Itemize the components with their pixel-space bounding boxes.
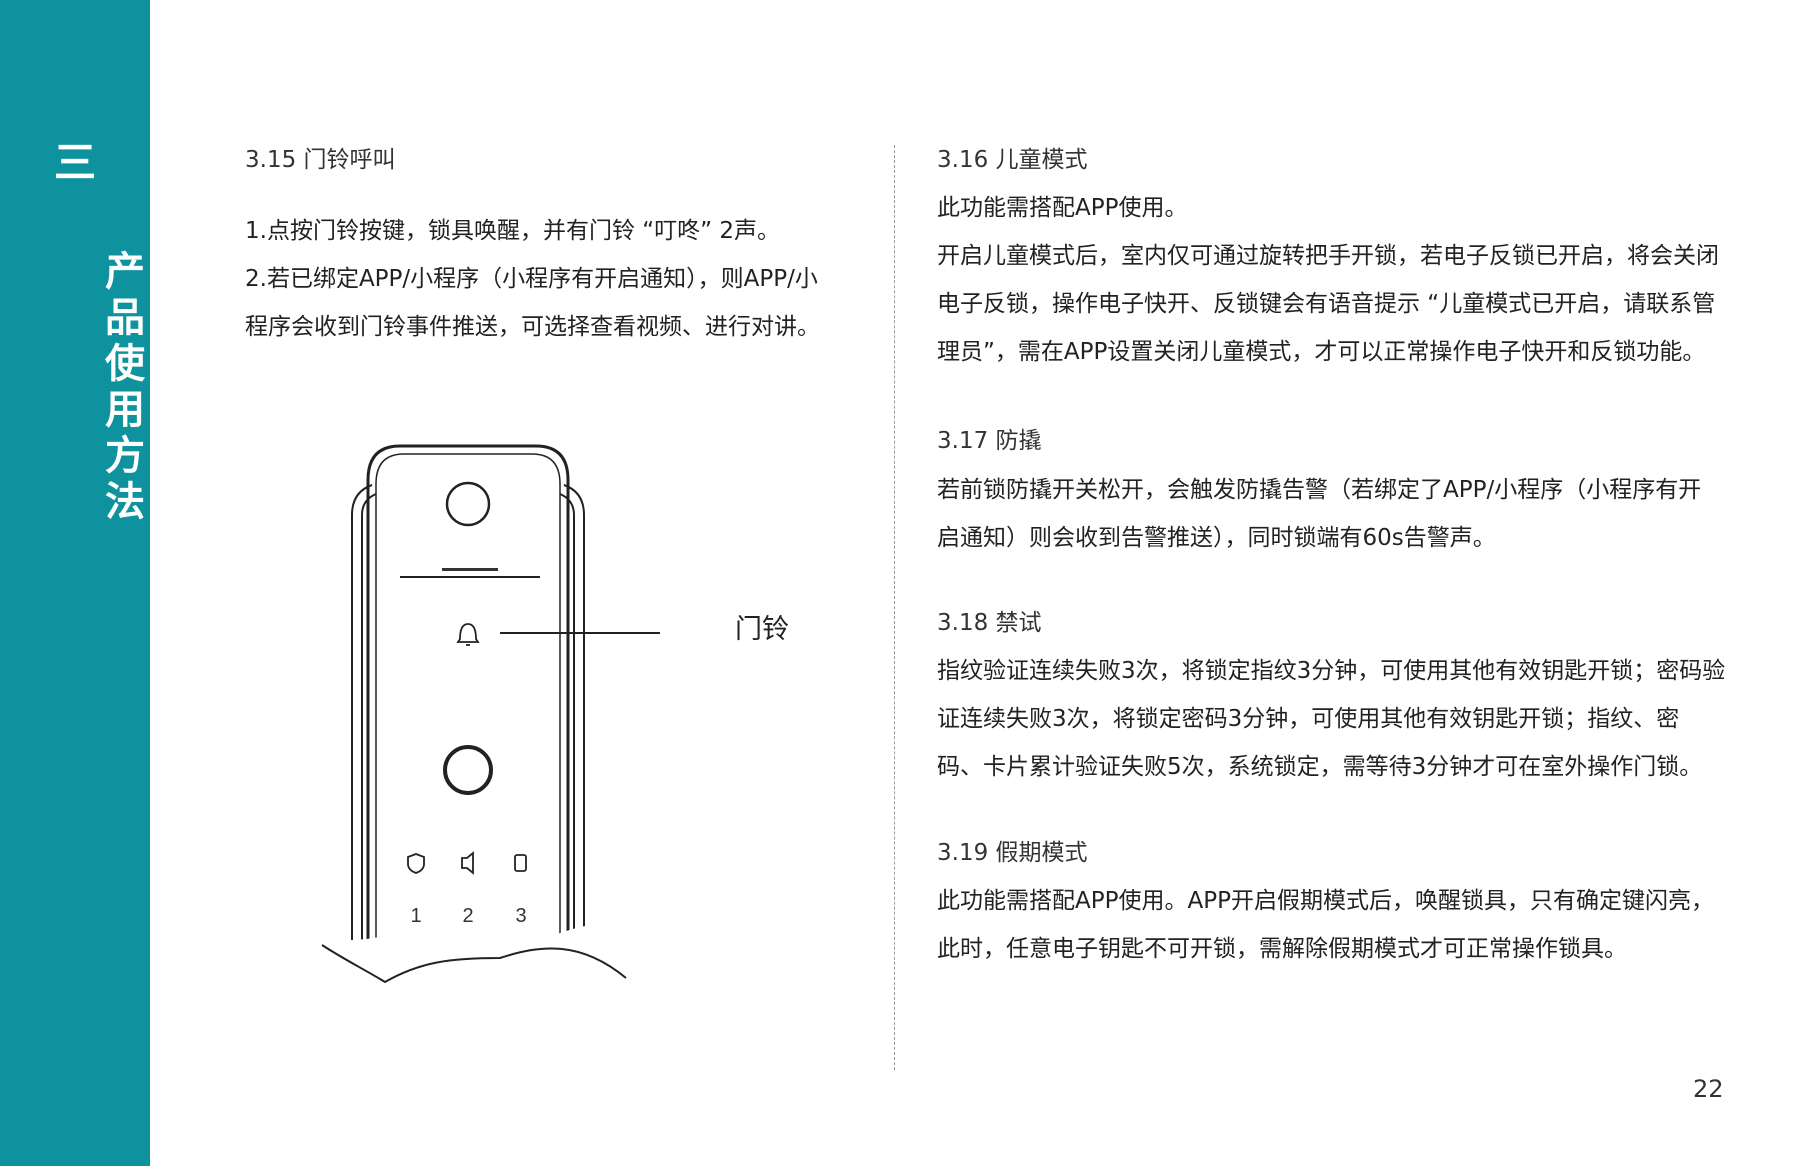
text-line: 2.若已绑定APP/小程序（小程序有开启通知），则APP/小 — [245, 266, 818, 292]
text-line: 证连续失败3次，将锁定密码3分钟，可使用其他有效钥匙开锁；指纹、密 — [937, 706, 1680, 732]
battery-icon — [514, 854, 527, 872]
text-line: 电子反锁，操作电子快开、反锁键会有语音提示 “儿童模式已开启，请联系管 — [937, 291, 1716, 317]
text-line: 码、卡片累计验证失败5次，系统锁定，需等待3分钟才可在室外操作门锁。 — [937, 754, 1703, 780]
key-1: 1 — [410, 905, 421, 927]
shield-icon — [407, 853, 425, 874]
heading-3-19: 3.19 假期模式 — [937, 840, 1088, 866]
heading-3-17: 3.17 防撬 — [937, 428, 1042, 454]
key-3: 3 — [515, 905, 526, 927]
fingerprint-reader — [443, 745, 493, 795]
text-line: 理员”，需在APP设置关闭儿童模式，才可以正常操作电子快开和反锁功能。 — [937, 339, 1706, 365]
text-line: 程序会收到门铃事件推送，可选择查看视频、进行对讲。 — [245, 314, 820, 340]
text-line: 开启儿童模式后，室内仅可通过旋转把手开锁，若电子反锁已开启，将会关闭 — [937, 243, 1719, 269]
text-line: 1.点按门铃按键，锁具唤醒，并有门铃 “叮咚” 2声。 — [245, 218, 781, 244]
section-number: 三 — [53, 138, 96, 187]
key-5: 5 — [462, 960, 473, 982]
sidebar: 三 产品使用方法 — [0, 0, 150, 1166]
section-title: 产品使用方法 — [98, 250, 144, 526]
heading-3-15: 3.15 门铃呼叫 — [245, 147, 396, 173]
door-lock-illustration: 1 2 3 4 5 — [321, 444, 660, 984]
paragraph-3-15: 1.点按门铃按键，锁具唤醒，并有门铃 “叮咚” 2声。 2.若已绑定APP/小程… — [245, 207, 820, 351]
text-line: 指纹验证连续失败3次，将锁定指纹3分钟，可使用其他有效钥匙开锁；密码验 — [937, 658, 1726, 684]
paragraph-3-19: 此功能需搭配APP使用。APP开启假期模式后，唤醒锁具，只有确定键闪亮， 此时，… — [937, 877, 1714, 973]
paragraph-3-17: 若前锁防撬开关松开，会触发防撬告警（若绑定了APP/小程序（小程序有开 启通知）… — [937, 466, 1701, 562]
heading-3-16: 3.16 儿童模式 — [937, 147, 1088, 173]
camera-lens — [445, 481, 491, 527]
speaker-icon — [461, 851, 474, 875]
paragraph-3-16: 此功能需搭配APP使用。 开启儿童模式后，室内仅可通过旋转把手开锁，若电子反锁已… — [937, 184, 1719, 376]
paragraph-3-18: 指纹验证连续失败3次，将锁定指纹3分钟，可使用其他有效钥匙开锁；密码验 证连续失… — [937, 647, 1725, 791]
key-4: 4 — [410, 960, 421, 982]
text-line: 此功能需搭配APP使用。APP开启假期模式后，唤醒锁具，只有确定键闪亮， — [937, 888, 1714, 914]
bell-icon — [456, 623, 480, 646]
text-line: 启通知）则会收到告警推送），同时锁端有60s告警声。 — [937, 525, 1496, 551]
page-number: 22 — [1693, 1075, 1724, 1103]
text-line: 此时，任意电子钥匙不可开锁，需解除假期模式才可正常操作锁具。 — [937, 936, 1627, 962]
text-line: 若前锁防撬开关松开，会触发防撬告警（若绑定了APP/小程序（小程序有开 — [937, 477, 1702, 503]
heading-3-18: 3.18 禁试 — [937, 610, 1042, 636]
doorbell-callout-label: 门铃 — [735, 614, 789, 645]
text-line: 此功能需搭配APP使用。 — [937, 195, 1188, 221]
column-divider — [894, 145, 895, 1070]
key-2: 2 — [462, 905, 473, 927]
